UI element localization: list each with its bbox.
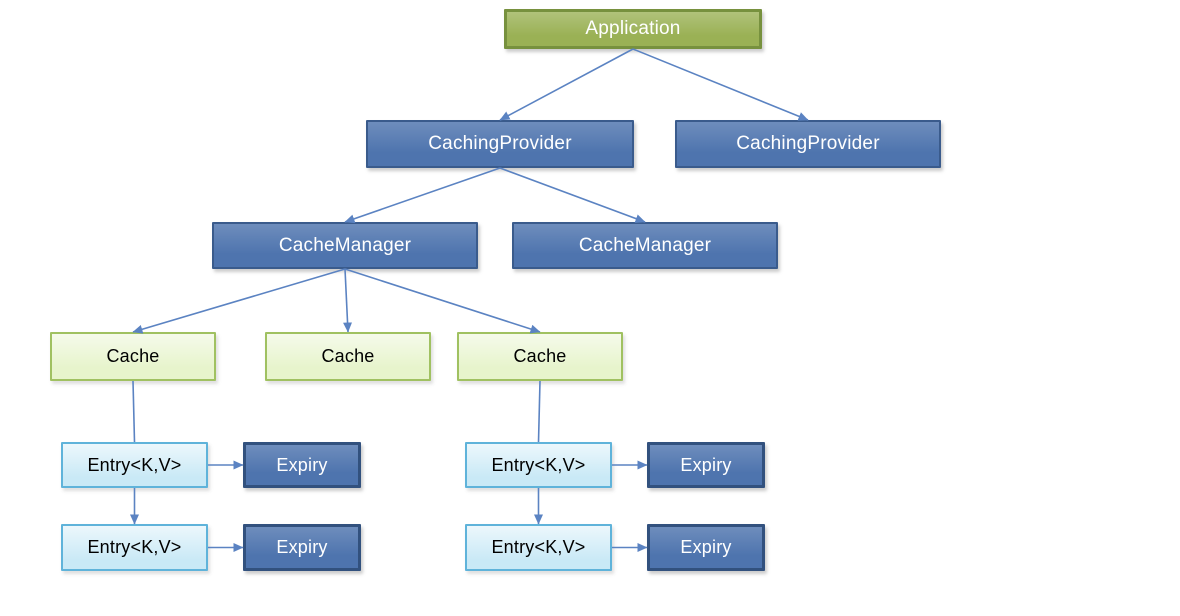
node-application: Application bbox=[504, 9, 762, 49]
edge-cache-3-to-entry-right-1 bbox=[537, 380, 541, 443]
edge-cache-1-to-entry-left-1 bbox=[132, 380, 136, 443]
edge-application-to-caching-provider-right bbox=[632, 48, 809, 121]
node-cache-manager-left: CacheManager bbox=[212, 222, 478, 269]
edge-cache-manager-left-to-cache-1 bbox=[132, 268, 346, 334]
node-cache-2: Cache bbox=[265, 332, 431, 381]
node-cache-1: Cache bbox=[50, 332, 216, 381]
edge-caching-provider-left-to-cache-manager-left bbox=[344, 167, 501, 224]
node-expiry-left-2: Expiry bbox=[243, 524, 361, 571]
edge-cache-manager-left-to-cache-3 bbox=[344, 268, 541, 334]
node-caching-provider-left: CachingProvider bbox=[366, 120, 634, 168]
node-expiry-left-1: Expiry bbox=[243, 442, 361, 488]
node-cache-3: Cache bbox=[457, 332, 623, 381]
node-entry-left-1: Entry<K,V> bbox=[61, 442, 208, 488]
node-expiry-right-2: Expiry bbox=[647, 524, 765, 571]
edge-caching-provider-left-to-cache-manager-right bbox=[499, 167, 646, 223]
node-caching-provider-right: CachingProvider bbox=[675, 120, 941, 168]
node-entry-left-2: Entry<K,V> bbox=[61, 524, 208, 571]
node-cache-manager-right: CacheManager bbox=[512, 222, 778, 269]
node-entry-right-2: Entry<K,V> bbox=[465, 524, 612, 571]
edge-application-to-caching-provider-left bbox=[499, 48, 634, 121]
node-entry-right-1: Entry<K,V> bbox=[465, 442, 612, 488]
node-expiry-right-1: Expiry bbox=[647, 442, 765, 488]
edge-cache-manager-left-to-cache-2 bbox=[343, 268, 353, 333]
